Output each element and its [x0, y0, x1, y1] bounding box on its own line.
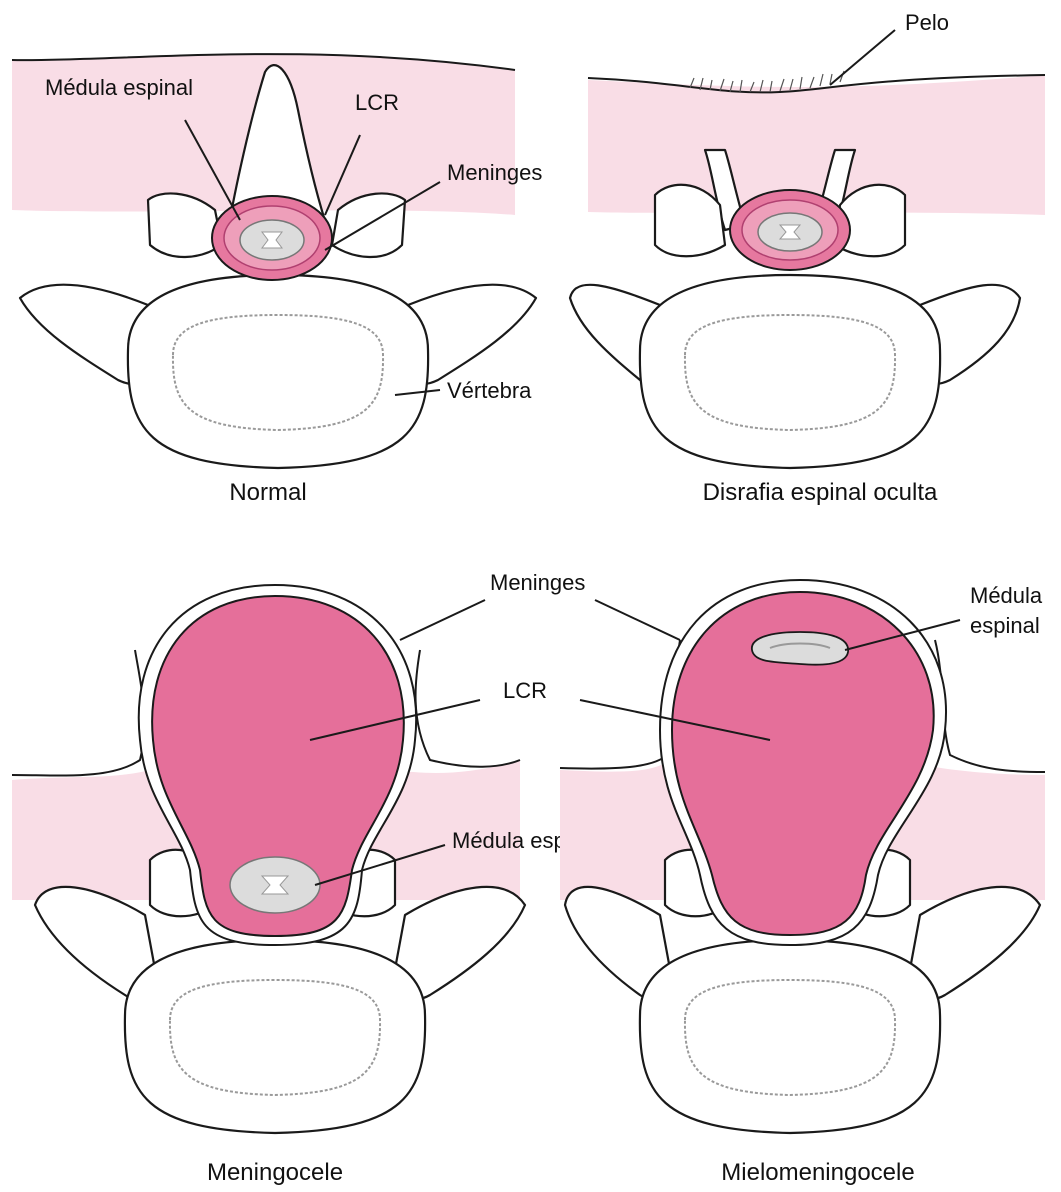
panel-meningocele: Meninges LCR Médula espinal Meningocele [12, 570, 600, 1186]
caption-occult: Disrafia espinal oculta [703, 479, 938, 506]
panel-normal: Médula espinal LCR Meninges Vértebra Nor… [12, 54, 542, 506]
label-meninges-2: Meninges [490, 570, 585, 595]
label-hair: Pelo [905, 10, 949, 35]
panel-occult: Pelo Disrafia espinal oculta [570, 10, 1045, 506]
caption-meningocele: Meningocele [207, 1159, 343, 1186]
exposed-cord [752, 632, 848, 665]
label-vertebra: Vértebra [447, 378, 532, 403]
label-csf-2: LCR [503, 678, 547, 703]
label-cord: Médula espinal [45, 75, 193, 100]
caption-myelo: Mielomeningocele [721, 1159, 914, 1186]
label-csf: LCR [355, 90, 399, 115]
label-cord-3a: Médula [970, 583, 1043, 608]
label-cord-3b: espinal [970, 613, 1040, 638]
label-meninges: Meninges [447, 160, 542, 185]
panel-myelomeningocele: Médula espinal Mielomeningocele [560, 580, 1045, 1186]
caption-normal: Normal [229, 479, 306, 506]
